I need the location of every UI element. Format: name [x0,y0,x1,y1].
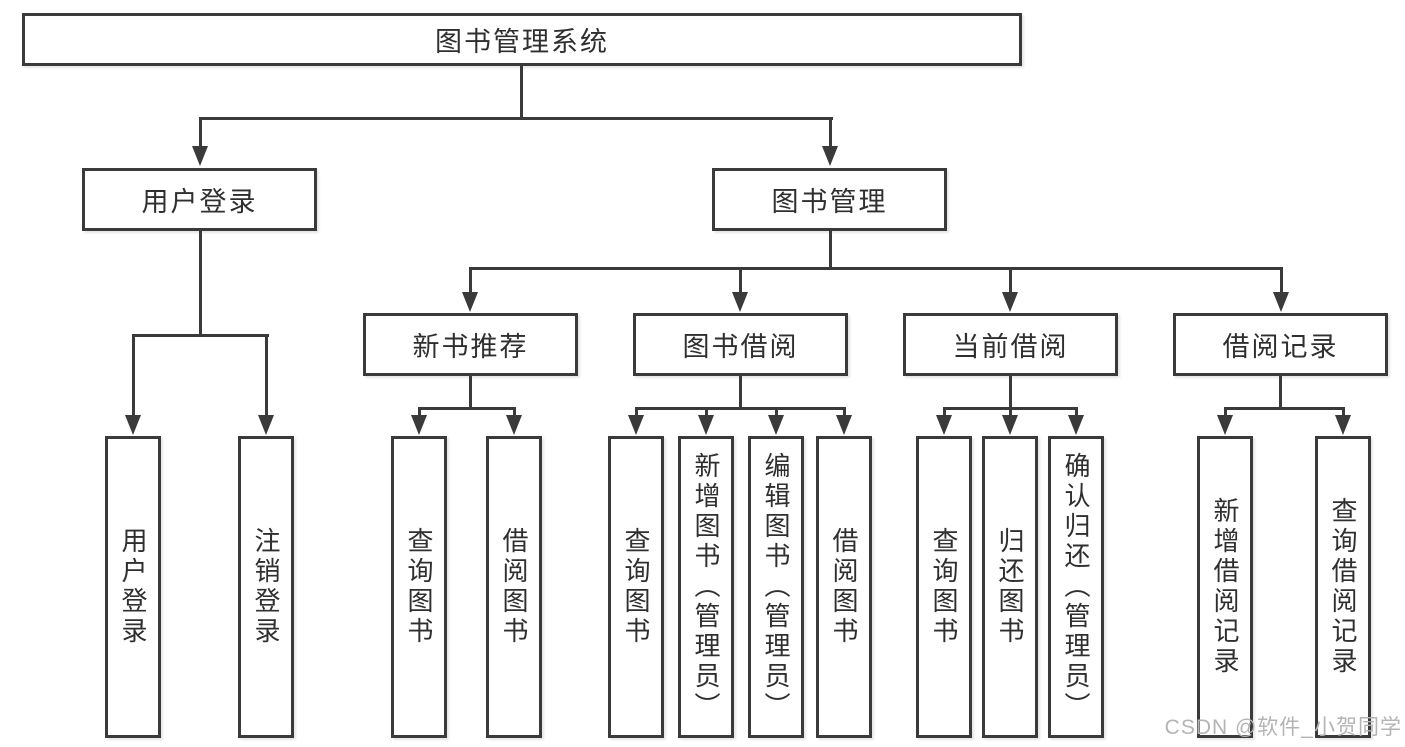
leaf-logout: 注销登录 [238,436,294,738]
connector-hline [469,267,1283,270]
arrow-down-icon [768,415,784,435]
node-user-login: 用户登录 [82,168,317,231]
node-new-book-recommendation: 新书推荐 [363,313,578,376]
node-root-label: 图书管理系统 [435,27,609,57]
arrow-down-icon [936,415,952,435]
connector-vline [843,407,846,417]
leaf-logout-label: 注销登录 [251,527,281,647]
node-borrowing-records-label: 借阅记录 [1222,332,1339,362]
leaf-query-books-current-label: 查询图书 [929,527,959,647]
leaf-confirm-return-admin-label: 确认归还（管理员） [1061,452,1091,722]
arrow-down-icon [258,415,274,435]
leaf-query-books-borrowing: 查询图书 [608,436,664,738]
leaf-edit-book-admin-label: 编辑图书（管理员） [761,452,791,722]
node-book-borrowing: 图书借阅 [633,313,848,376]
connector-vline [1009,374,1012,410]
watermark: CSDN @软件_小贺同学 [1164,716,1402,739]
connector-vline [739,374,742,410]
node-new-book-recommendation-label: 新书推荐 [412,332,529,362]
arrow-down-icon [1273,292,1289,312]
connector-vline [1075,407,1078,417]
connector-vline [520,64,523,120]
leaf-borrow-books-recommend-label: 借阅图书 [499,527,529,647]
leaf-query-borrow-record: 查询借阅记录 [1315,436,1371,738]
arrow-down-icon [1068,415,1084,435]
arrow-down-icon [411,415,427,435]
leaf-edit-book-admin: 编辑图书（管理员） [748,436,804,738]
arrow-down-icon [125,415,141,435]
leaf-confirm-return-admin: 确认归还（管理员） [1048,436,1104,738]
connector-vline [513,407,516,417]
leaf-query-books-current: 查询图书 [916,436,972,738]
arrow-down-icon [628,415,644,435]
leaf-user-login: 用户登录 [105,436,161,738]
leaf-add-borrow-record-label: 新增借阅记录 [1210,497,1240,677]
connector-vline [469,374,472,410]
arrow-down-icon [1002,292,1018,312]
arrow-down-icon [822,146,838,166]
leaf-query-books-recommend: 查询图书 [391,436,447,738]
connector-vline [469,267,472,295]
connector-vline [132,334,135,417]
node-current-borrowing-label: 当前借阅 [952,332,1069,362]
connector-hline [132,334,269,337]
connector-vline [829,117,832,147]
connector-vline [199,117,202,147]
connector-vline [1224,407,1227,417]
connector-vline [739,267,742,295]
leaf-add-book-admin: 新增图书（管理员） [678,436,734,738]
connector-vline [829,229,832,270]
connector-vline [418,407,421,417]
arrow-down-icon [506,415,522,435]
leaf-return-books-label: 归还图书 [995,527,1025,647]
connector-hline [199,117,833,120]
connector-hline [1224,407,1345,410]
node-borrowing-records: 借阅记录 [1173,313,1388,376]
connector-hline [418,407,516,410]
arrow-down-icon [1335,415,1351,435]
leaf-query-borrow-record-label: 查询借阅记录 [1328,497,1358,677]
arrow-down-icon [698,415,714,435]
node-book-borrowing-label: 图书借阅 [682,332,799,362]
arrow-down-icon [732,292,748,312]
leaf-borrow-books-borrowing-label: 借阅图书 [829,527,859,647]
arrow-down-icon [1217,415,1233,435]
connector-vline [199,229,202,337]
leaf-borrow-books-borrowing: 借阅图书 [816,436,872,738]
connector-vline [1279,374,1282,410]
leaf-add-borrow-record: 新增借阅记录 [1197,436,1253,738]
connector-vline [1280,267,1283,295]
leaf-query-books-borrowing-label: 查询图书 [621,527,651,647]
connector-vline [1009,407,1012,417]
connector-vline [265,334,268,417]
arrow-down-icon [462,292,478,312]
node-book-management-label: 图书管理 [771,187,888,217]
node-root: 图书管理系统 [22,13,1022,66]
connector-vline [1342,407,1345,417]
leaf-add-book-admin-label: 新增图书（管理员） [691,452,721,722]
connector-vline [705,407,708,417]
arrow-down-icon [836,415,852,435]
connector-vline [775,407,778,417]
arrow-down-icon [1002,415,1018,435]
connector-vline [635,407,638,417]
leaf-query-books-recommend-label: 查询图书 [404,527,434,647]
node-book-management: 图书管理 [712,168,947,231]
leaf-return-books: 归还图书 [982,436,1038,738]
node-user-login-label: 用户登录 [141,187,258,217]
connector-vline [943,407,946,417]
leaf-user-login-label: 用户登录 [118,527,148,647]
connector-vline [1009,267,1012,295]
connector-hline [635,407,846,410]
node-current-borrowing: 当前借阅 [903,313,1118,376]
arrow-down-icon [192,146,208,166]
leaf-borrow-books-recommend: 借阅图书 [486,436,542,738]
